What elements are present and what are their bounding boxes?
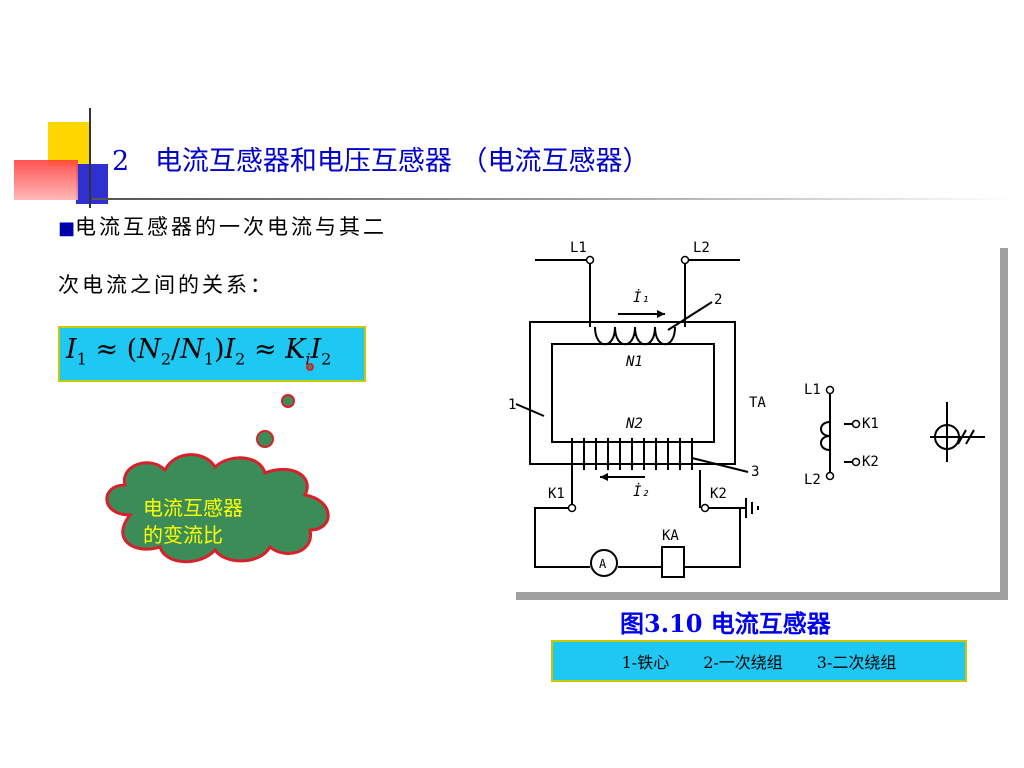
slide-title: 2 电流互感器和电压互感器 （电流互感器） bbox=[112, 142, 650, 182]
label-N1: N1 bbox=[625, 354, 643, 370]
label-A: A bbox=[599, 557, 607, 571]
symbol-ct-line bbox=[930, 402, 985, 462]
symbol-terminal-K2 bbox=[851, 457, 861, 467]
terminal-K2 bbox=[700, 503, 710, 513]
label-1: 1 bbox=[508, 397, 516, 413]
figure-legend: 1-铁心 2-一次绕组 3-二次绕组 bbox=[551, 640, 967, 682]
label-2: 2 bbox=[714, 292, 722, 308]
symbol-terminal-L1 bbox=[825, 385, 835, 395]
formula-sub: 1 bbox=[203, 349, 214, 369]
label-K1: K1 bbox=[548, 486, 565, 502]
symbol-terminal-K1 bbox=[851, 419, 861, 429]
deco-yellow-square bbox=[48, 122, 90, 166]
leader-1 bbox=[515, 403, 545, 417]
formula-sub: 1 bbox=[76, 349, 87, 369]
terminal-L1 bbox=[585, 255, 595, 265]
formula-sub: 2 bbox=[235, 349, 246, 369]
formula-I1: I bbox=[66, 334, 77, 365]
ground-symbol bbox=[740, 498, 759, 518]
primary-lead-L2 bbox=[684, 259, 740, 327]
symbol-label-K2: K2 bbox=[862, 454, 879, 470]
label-3: 3 bbox=[751, 464, 759, 480]
ratio-formula: I1 ≈ (N2/N1)I2 ≈ KiI2 bbox=[58, 326, 366, 382]
formula-I2: I bbox=[224, 334, 236, 365]
terminal-K1 bbox=[567, 503, 577, 513]
cloud-label-line2: 的变流比 bbox=[143, 523, 223, 547]
bubble-dot-3 bbox=[256, 430, 274, 448]
primary-lead-L1 bbox=[535, 259, 591, 327]
formula-K: K bbox=[285, 334, 306, 365]
formula-paren: ) bbox=[213, 334, 225, 365]
label-KA: KA bbox=[662, 528, 679, 544]
figure-panel bbox=[510, 242, 1000, 592]
figure-caption: 图3.10 电流互感器 bbox=[620, 609, 831, 638]
terminal-L2 bbox=[680, 255, 690, 265]
bubble-dot-2 bbox=[281, 394, 295, 408]
formula-sub: 2 bbox=[160, 349, 172, 369]
label-I1: İ₁ bbox=[633, 288, 650, 306]
bubble-dot-1 bbox=[306, 363, 314, 371]
heading-text: 电流互感器和电压互感器 （电流互感器） bbox=[154, 146, 650, 177]
legend-item-secondary: 3-二次绕组 bbox=[816, 653, 897, 672]
secondary-circuit bbox=[534, 507, 741, 568]
bullet-square-icon: ■ bbox=[58, 218, 76, 239]
symbol-label-L1: L1 bbox=[804, 382, 821, 398]
symbol-coil bbox=[820, 421, 831, 451]
symbol-label-K1: K1 bbox=[862, 416, 879, 432]
symbol-K-leads bbox=[844, 423, 856, 463]
primary-winding bbox=[594, 326, 676, 346]
symbol-terminal-L2 bbox=[825, 471, 835, 481]
secondary-winding bbox=[571, 438, 693, 470]
legend-item-primary: 2-一次绕组 bbox=[703, 653, 783, 672]
formula-slash: / bbox=[171, 334, 181, 365]
formula-N1: N bbox=[180, 334, 204, 365]
label-N2: N2 bbox=[625, 416, 643, 432]
bullet-text-line1: 电流互感器的一次电流与其二 bbox=[75, 215, 388, 239]
label-L2: L2 bbox=[693, 240, 710, 256]
label-TA: TA bbox=[749, 395, 766, 411]
formula-approx: ≈ bbox=[253, 334, 277, 365]
bullet-text-line2: 次电流之间的关系： bbox=[58, 273, 274, 297]
formula-sub: i bbox=[305, 349, 311, 369]
bullet-paragraph: ■电流互感器的一次电流与其二 bbox=[58, 212, 387, 244]
relay-KA bbox=[661, 546, 685, 578]
thought-bubble bbox=[105, 363, 330, 564]
cloud-shape bbox=[105, 453, 330, 564]
deco-red-square bbox=[14, 160, 78, 200]
cloud-label: 电流互感器 的变流比 bbox=[143, 495, 243, 549]
formula-paren: ( bbox=[126, 334, 138, 365]
deco-vertical-line bbox=[89, 108, 91, 208]
heading-number: 2 bbox=[112, 146, 130, 177]
symbol-label-L2: L2 bbox=[804, 472, 821, 488]
formula-approx: ≈ bbox=[95, 334, 119, 365]
label-I2: İ₂ bbox=[633, 482, 650, 500]
formula-sub: 2 bbox=[321, 349, 332, 369]
legend-item-core: 1-铁心 bbox=[621, 653, 670, 672]
deco-blue-square bbox=[76, 164, 108, 204]
formula-N2: N bbox=[137, 334, 161, 365]
leader-3 bbox=[691, 457, 749, 473]
label-L1: L1 bbox=[570, 240, 587, 256]
formula-I: I bbox=[310, 334, 322, 365]
cloud-label-line1: 电流互感器 bbox=[143, 496, 243, 520]
ammeter bbox=[590, 549, 618, 577]
current-transformer-diagram: L1 L2 İ₁ 2 N1 N2 1 TA 3 K1 İ₂ K2 KA A L1… bbox=[508, 240, 985, 578]
leader-2 bbox=[667, 301, 713, 331]
title-underline bbox=[92, 198, 1012, 200]
label-K2: K2 bbox=[710, 486, 727, 502]
